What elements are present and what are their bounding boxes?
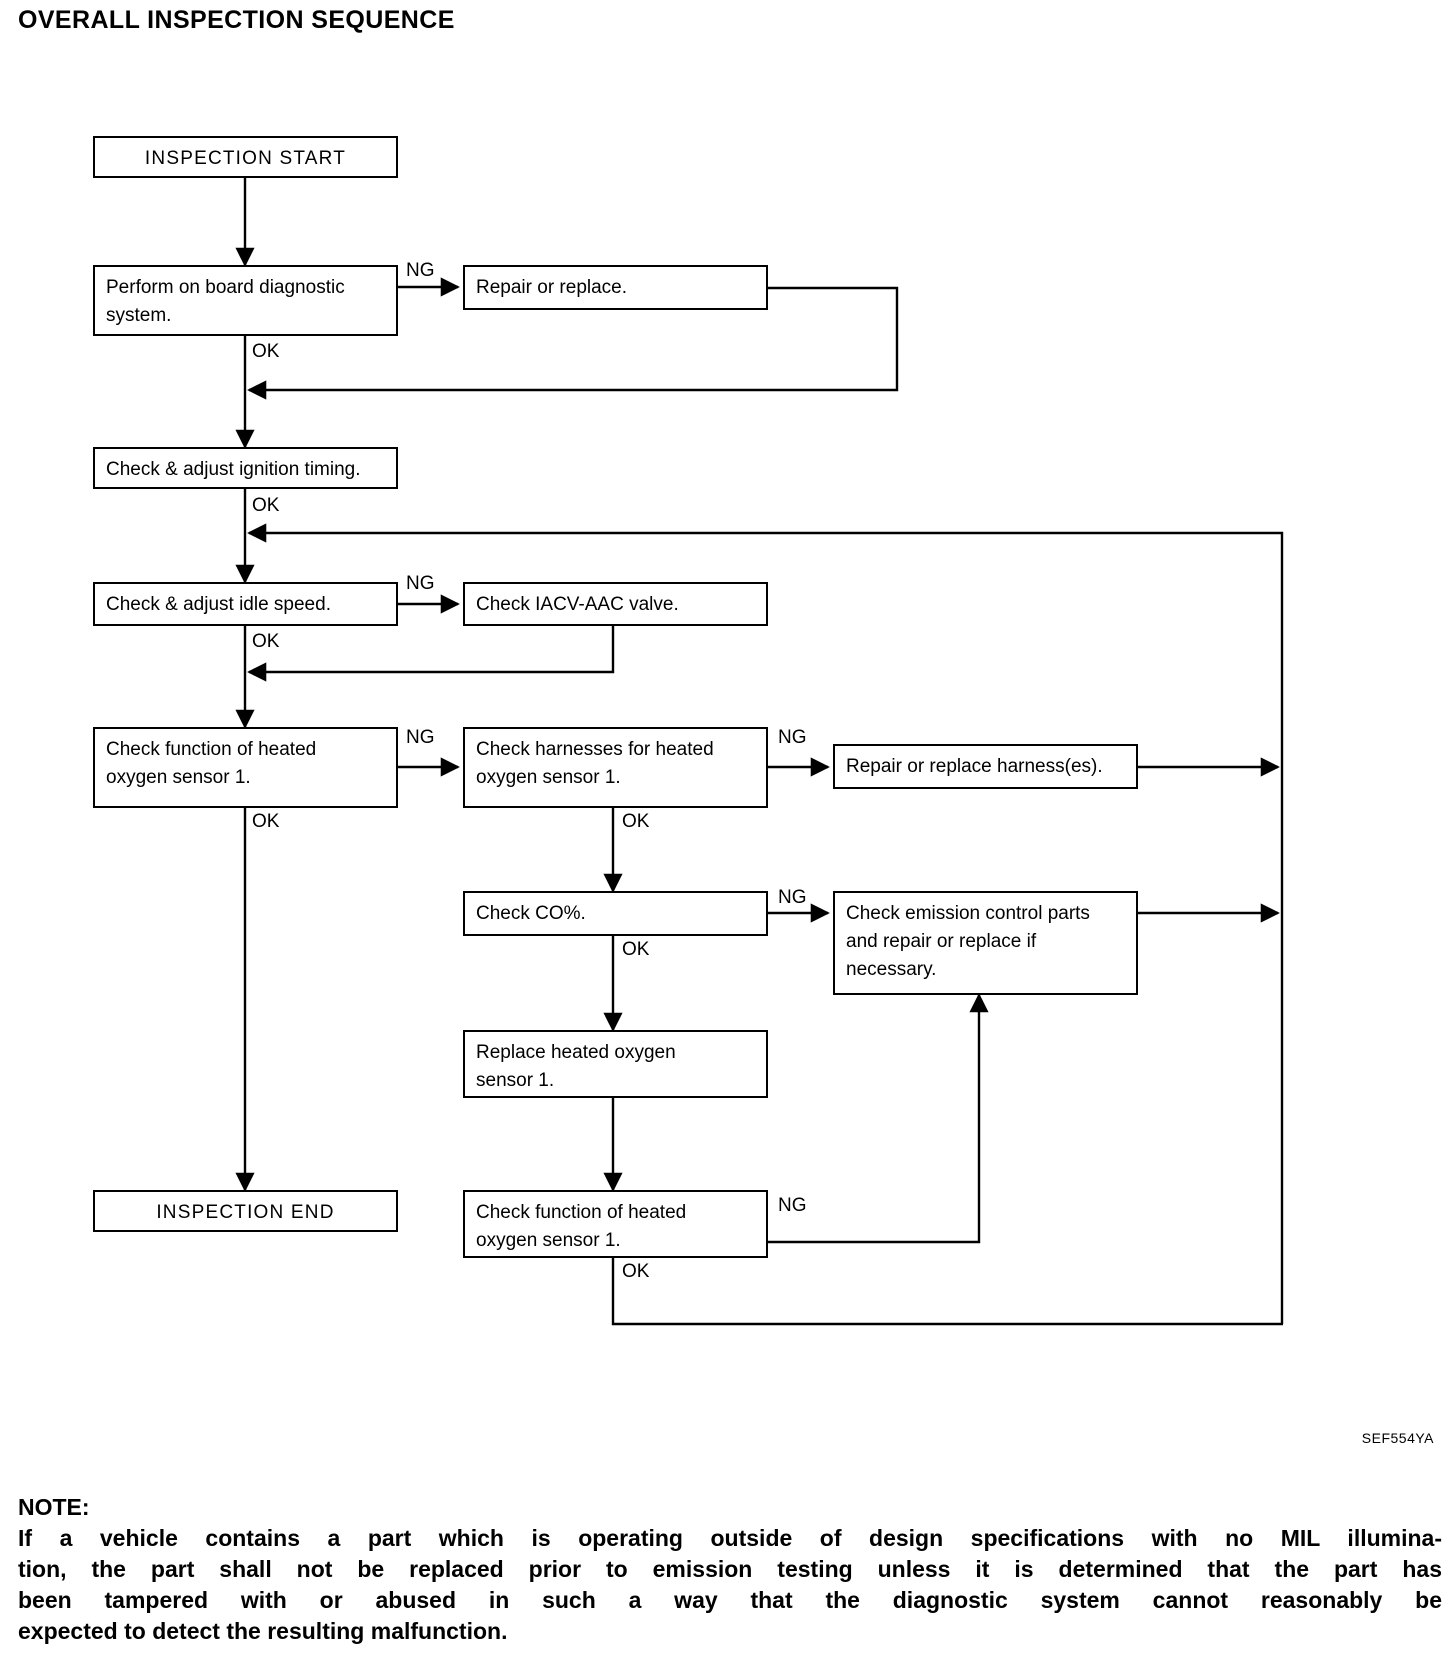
node-line: Repair or replace harness(es).: [846, 756, 1103, 777]
node-line: and repair or replace if: [846, 931, 1037, 952]
node-line: oxygen sensor 1.: [106, 767, 251, 788]
note-line-4: expected to detect the resulting malfunc…: [18, 1618, 508, 1644]
node-check-ho2s1-harnesses[interactable]: Check harnesses for heated oxygen sensor…: [463, 727, 768, 808]
edge-label-harness-ng: NG: [778, 727, 807, 748]
note-line-2: tion, the part shall not be replaced pri…: [18, 1556, 1442, 1582]
edge-label-co-ng: NG: [778, 887, 807, 908]
node-check-emission-parts[interactable]: Check emission control parts and repair …: [833, 891, 1138, 995]
node-line: INSPECTION START: [144, 148, 347, 169]
node-line: sensor 1.: [476, 1070, 555, 1091]
node-line: oxygen sensor 1.: [476, 1230, 621, 1251]
edge-label-ho2s1-ok: OK: [252, 811, 280, 832]
note-block: NOTE: If a vehicle contains a part which…: [18, 1492, 1442, 1647]
node-recheck-ho2s1-function[interactable]: Check function of heated oxygen sensor 1…: [463, 1190, 768, 1258]
node-line: necessary.: [846, 959, 937, 980]
edge-label-timing-ok: OK: [252, 495, 280, 516]
node-check-co[interactable]: Check CO%.: [463, 891, 768, 936]
node-line: INSPECTION END: [156, 1202, 335, 1223]
edge-label-ho2s1-ng: NG: [406, 727, 435, 748]
node-line: Check & adjust ignition timing.: [106, 459, 361, 480]
node-line: Check function of heated: [106, 739, 317, 760]
node-line: Check CO%.: [476, 903, 586, 924]
edge-iacv-loopback: [247, 626, 615, 682]
edge-label-co-ok: OK: [622, 939, 650, 960]
node-line: system.: [106, 305, 172, 326]
node-check-iacv-aac-valve[interactable]: Check IACV-AAC valve.: [463, 582, 768, 626]
edge-label-obd-ok: OK: [252, 341, 280, 362]
node-line: Check IACV-AAC valve.: [476, 594, 679, 615]
flow-connectors: [235, 178, 1284, 1326]
node-line: Check function of heated: [476, 1202, 687, 1223]
edge-label-recheck-ng: NG: [778, 1195, 807, 1216]
node-line: Check emission control parts: [846, 903, 1090, 924]
node-line: Repair or replace.: [476, 277, 628, 298]
inspection-sequence-flowchart: INSPECTION START Perform on board diagno…: [93, 136, 1284, 1326]
edge-label-obd-ng: NG: [406, 260, 435, 281]
edge-label-idle-ng: NG: [406, 573, 435, 594]
node-line: Check & adjust idle speed.: [106, 594, 331, 615]
node-inspection-end[interactable]: INSPECTION END: [93, 1190, 398, 1232]
note-line-1: If a vehicle contains a part which is op…: [18, 1525, 1442, 1551]
node-line: Perform on board diagnostic: [106, 277, 345, 298]
node-check-ho2s1-function[interactable]: Check function of heated oxygen sensor 1…: [93, 727, 398, 808]
node-line: Check harnesses for heated: [476, 739, 714, 760]
edge-right-return-spine: [247, 523, 1284, 1324]
node-line: Replace heated oxygen: [476, 1042, 676, 1063]
node-repair-replace-harness[interactable]: Repair or replace harness(es).: [833, 744, 1138, 789]
note-line-3: been tampered with or abused in such a w…: [18, 1587, 1442, 1613]
node-check-idle-speed[interactable]: Check & adjust idle speed.: [93, 582, 398, 626]
edge-recheck-ok: [611, 1257, 1283, 1326]
edge-label-harness-ok: OK: [622, 811, 650, 832]
edge-recheck-ng: [767, 993, 989, 1244]
node-perform-obd[interactable]: Perform on board diagnostic system.: [93, 265, 398, 336]
figure-id: SEF554YA: [1361, 1430, 1434, 1446]
node-inspection-start[interactable]: INSPECTION START: [93, 136, 398, 178]
page-title: OVERALL INSPECTION SEQUENCE: [18, 6, 455, 34]
node-check-ignition-timing[interactable]: Check & adjust ignition timing.: [93, 447, 398, 489]
node-replace-ho2s1[interactable]: Replace heated oxygen sensor 1.: [463, 1030, 768, 1098]
edge-label-recheck-ok: OK: [622, 1261, 650, 1282]
note-heading: NOTE:: [18, 1494, 90, 1520]
node-repair-or-replace[interactable]: Repair or replace.: [463, 265, 768, 310]
node-line: oxygen sensor 1.: [476, 767, 621, 788]
edge-label-idle-ok: OK: [252, 631, 280, 652]
edge-repair-loopback: [247, 286, 899, 400]
